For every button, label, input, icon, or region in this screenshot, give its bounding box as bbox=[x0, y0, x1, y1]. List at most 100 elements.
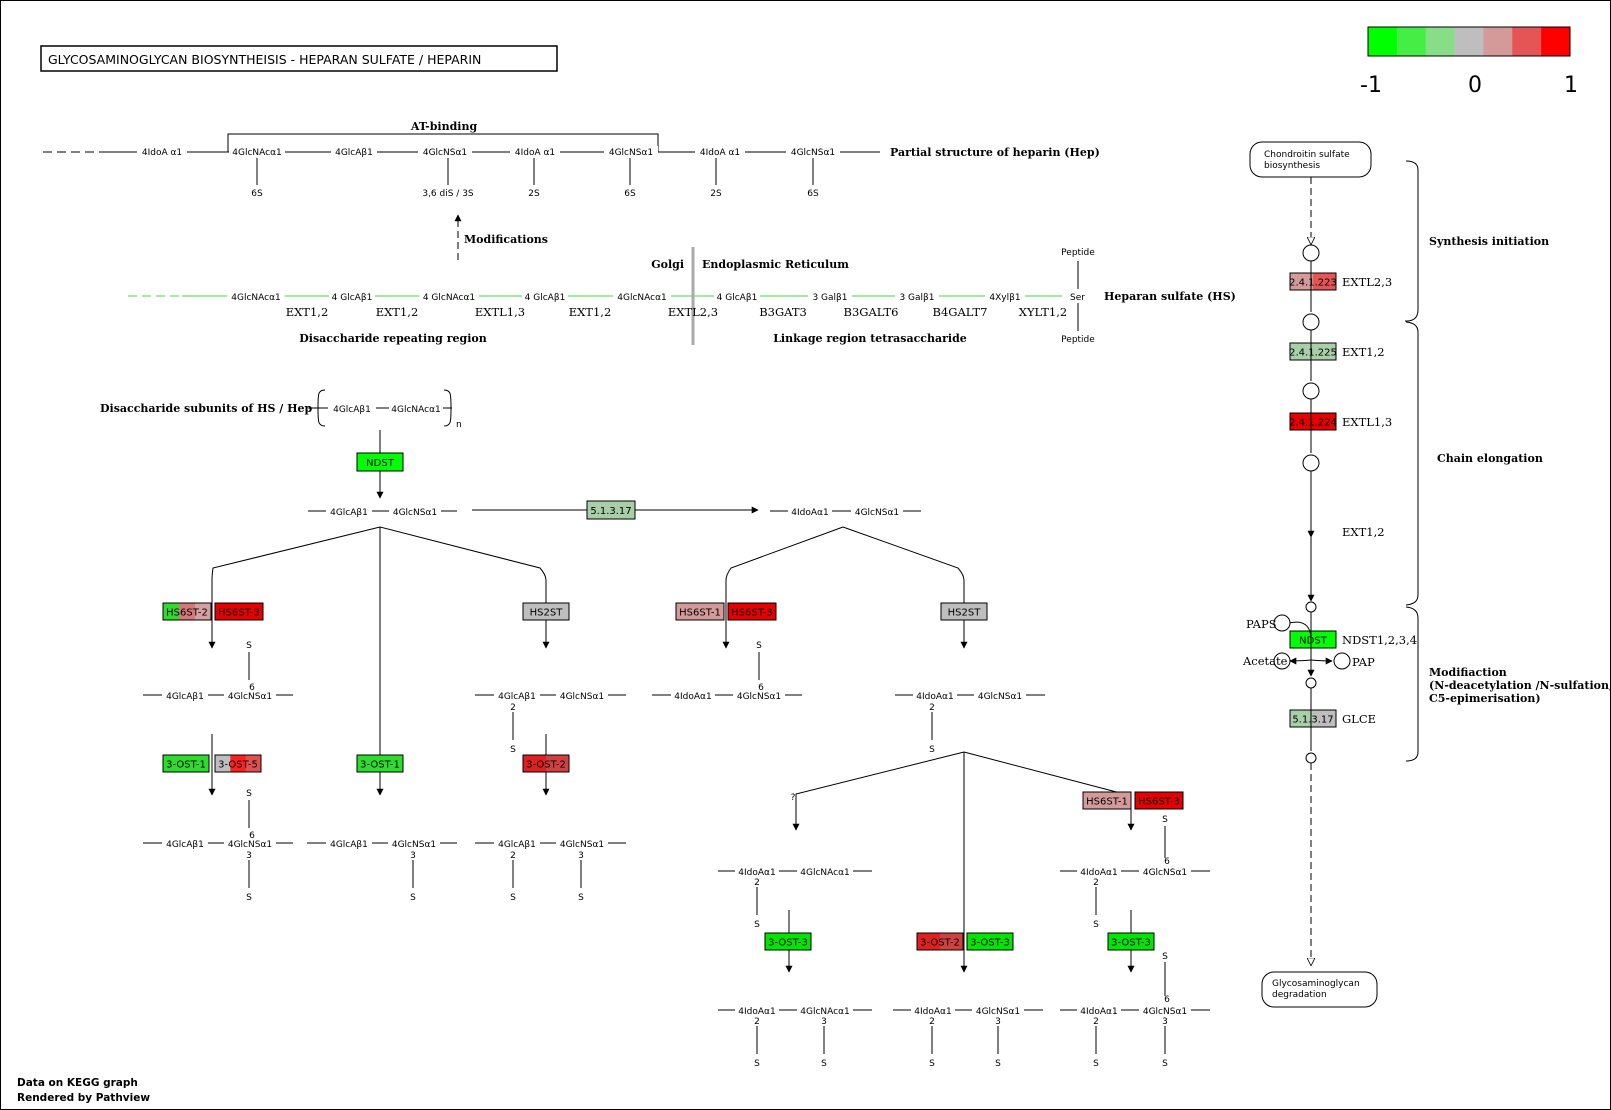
legend-tick-max: 1 bbox=[1564, 73, 1578, 98]
r-f1-glcnac: 4GlcNAcα1 bbox=[800, 1007, 850, 1017]
chondroitin-line1[interactable]: Chondroitin sulfate bbox=[1264, 150, 1350, 160]
enzyme-color-segment bbox=[1108, 933, 1154, 950]
r-c3-s: S bbox=[756, 641, 762, 651]
r-e1-s: S bbox=[754, 920, 760, 930]
enzyme-ost5[interactable]: 3-OST-5 bbox=[214, 754, 262, 773]
enzyme-color-segment bbox=[215, 603, 263, 620]
compound-acetate: Acetate bbox=[1242, 654, 1288, 668]
hs-unit-6: 4 GlcAβ1 bbox=[717, 293, 758, 303]
r-e2-2: 2 bbox=[1093, 878, 1099, 888]
enzyme-ost1-b[interactable]: 3-OST-1 bbox=[356, 754, 404, 773]
chondroitin-line2[interactable]: biosynthesis bbox=[1264, 161, 1320, 171]
enzyme-color-segment bbox=[765, 933, 811, 950]
hs-gene-extl23: EXTL2,3 bbox=[668, 305, 718, 319]
legend-tick-mid: 0 bbox=[1468, 73, 1482, 98]
enzyme-color-segment bbox=[245, 755, 261, 772]
degradation-line1[interactable]: Glycosaminoglycan bbox=[1272, 979, 1360, 989]
hs-gene-xylt12: XYLT1,2 bbox=[1019, 305, 1067, 319]
enzyme-border bbox=[727, 602, 777, 621]
r-e1-2: 2 bbox=[754, 878, 760, 888]
title-box: GLYCOSAMINOGLYCAN BIOSYNTHEISIS - HEPARA… bbox=[40, 45, 558, 72]
enzyme-hs6st1-c[interactable]: HS6ST-1 bbox=[1082, 791, 1132, 810]
hs-gene-ext12-b: EXT1,2 bbox=[376, 305, 419, 319]
side-pathway: Chondroitin sulfate biosynthesis Glycosa… bbox=[1242, 141, 1611, 1008]
enzyme-label: 3-OST-1 bbox=[360, 760, 400, 771]
r-f2-glcns: 4GlcNSα1 bbox=[976, 1007, 1020, 1017]
enzyme-hs6st3-b[interactable]: HS6ST-3 bbox=[727, 602, 777, 621]
r-f1-s3: S bbox=[821, 1059, 827, 1069]
enzyme-ec-ext12[interactable]: 2.4.1.225 bbox=[1289, 342, 1337, 361]
enzyme-border bbox=[1289, 342, 1337, 361]
degradation-line2[interactable]: degradation bbox=[1272, 990, 1327, 1000]
hep-unit-5: 4IdoA α1 bbox=[515, 148, 555, 158]
enzyme-color-segment bbox=[163, 755, 209, 772]
enzyme-border bbox=[916, 932, 964, 951]
r-e2-6: 6 bbox=[1164, 857, 1170, 867]
compound-paps: PAPS bbox=[1246, 617, 1277, 631]
legend-cell bbox=[1541, 27, 1571, 56]
r-f2-idoa: 4IdoAα1 bbox=[914, 1007, 951, 1017]
enzyme-color-segment bbox=[941, 603, 987, 620]
enzyme-color-segment bbox=[1290, 413, 1336, 430]
r-f3-3: 3 bbox=[1162, 1017, 1168, 1027]
r-f3-s3: S bbox=[1162, 1059, 1168, 1069]
r-e2-s6: S bbox=[1162, 815, 1168, 825]
enzyme-border bbox=[162, 754, 210, 773]
enzyme-ec-extl23[interactable]: 2.4.1.223 bbox=[1289, 272, 1337, 291]
legend-cell bbox=[1512, 27, 1542, 56]
enzyme-ost3-c[interactable]: 3-OST-3 bbox=[1107, 932, 1155, 951]
side-gene-ext12: EXT1,2 bbox=[1342, 345, 1385, 359]
enzyme-ost2-b[interactable]: 3-OST-2 bbox=[916, 932, 964, 951]
enzyme-label: 3-OST-2 bbox=[526, 760, 566, 771]
hep-sub-5: 2S bbox=[710, 189, 722, 199]
side-gene-glce: GLCE bbox=[1342, 712, 1376, 726]
r-c2-glca: 4GlcAβ1 bbox=[498, 692, 536, 702]
hs-unit-2: 4 GlcAβ1 bbox=[332, 293, 373, 303]
enzyme-ndst[interactable]: NDST bbox=[356, 452, 404, 472]
enzyme-hs6st3-a[interactable]: HS6ST-3 bbox=[214, 602, 264, 621]
enzyme-label: 3-OST-1 bbox=[166, 760, 206, 771]
hs-gene-b3gat3: B3GAT3 bbox=[759, 305, 807, 319]
enzyme-border bbox=[764, 932, 812, 951]
enzyme-hs6st3-c[interactable]: HS6ST-3 bbox=[1134, 791, 1184, 810]
enzyme-border bbox=[214, 754, 262, 773]
r-c1-glcns: 4GlcNSα1 bbox=[228, 692, 272, 702]
enzyme-glce-side[interactable]: 5.1.3.17 bbox=[1289, 709, 1337, 728]
r-d2-3: 3 bbox=[410, 851, 416, 861]
enzyme-ost1-a[interactable]: 3-OST-1 bbox=[162, 754, 210, 773]
enzyme-ost3-a[interactable]: 3-OST-3 bbox=[764, 932, 812, 951]
enzyme-label: 3-OST-3 bbox=[768, 938, 808, 949]
r-d1-s6: S bbox=[246, 789, 252, 799]
enzyme-epimerase[interactable]: 5.1.3.17 bbox=[586, 500, 636, 520]
enzyme-hs6st2-a[interactable]: HS6ST-2 bbox=[162, 602, 212, 621]
hep-sub-3: 2S bbox=[528, 189, 540, 199]
enzyme-color-segment bbox=[1290, 710, 1314, 727]
legend-cell bbox=[1368, 27, 1398, 56]
hs-unit-4: 4 GlcAβ1 bbox=[525, 293, 566, 303]
enzyme-label: 2.4.1.224 bbox=[1289, 418, 1337, 429]
enzyme-hs2st-a[interactable]: HS2ST bbox=[522, 602, 570, 621]
enzyme-color-segment bbox=[917, 933, 941, 950]
side-gene-extl13: EXTL1,3 bbox=[1342, 415, 1392, 429]
enzyme-label: NDST bbox=[366, 458, 395, 469]
enzyme-ndst-side[interactable]: NDST bbox=[1289, 630, 1337, 649]
enzyme-border bbox=[675, 602, 725, 621]
enzyme-border bbox=[1134, 791, 1184, 810]
enzyme-color-segment bbox=[1290, 631, 1336, 648]
enzyme-hs2st-b[interactable]: HS2ST bbox=[940, 602, 988, 621]
enzyme-ec-extl13[interactable]: 2.4.1.224 bbox=[1289, 412, 1337, 431]
enzyme-color-segment bbox=[1313, 273, 1336, 290]
r-c4-s: S bbox=[929, 745, 935, 755]
hs-unit-8: 3 Galβ1 bbox=[899, 293, 934, 303]
enzyme-hs6st1-b[interactable]: HS6ST-1 bbox=[675, 602, 725, 621]
r-a-glca: 4GlcAβ1 bbox=[330, 508, 368, 518]
r-e2-idoa: 4IdoAα1 bbox=[1080, 868, 1117, 878]
enzyme-label: 3-OST-2 bbox=[920, 938, 960, 949]
enzyme-color-segment bbox=[1135, 792, 1183, 809]
r-f3-glcns: 4GlcNSα1 bbox=[1143, 1007, 1187, 1017]
enzyme-ost3-b[interactable]: 3-OST-3 bbox=[966, 932, 1014, 951]
linkage-region-label: Linkage region tetrasaccharide bbox=[773, 332, 967, 345]
r-d2-s: S bbox=[410, 893, 416, 903]
enzyme-color-segment bbox=[230, 755, 247, 772]
enzyme-ost2-a[interactable]: 3-OST-2 bbox=[522, 754, 570, 773]
